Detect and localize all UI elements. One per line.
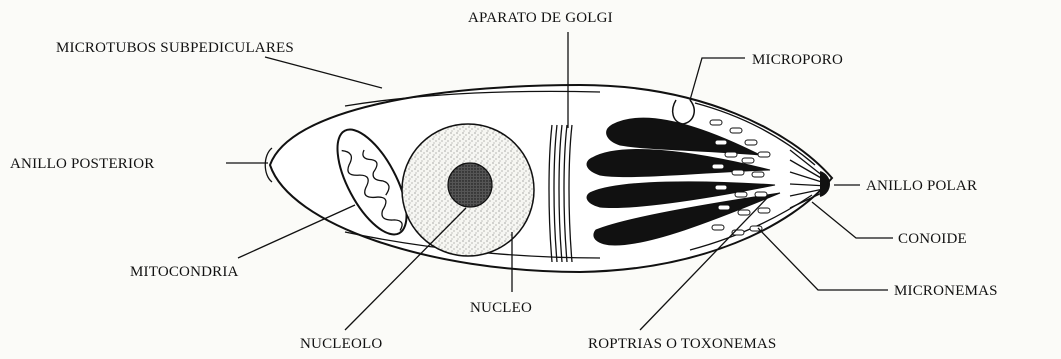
nucleolus: [448, 163, 492, 207]
label-polar-ring: ANILLO POLAR: [866, 178, 977, 194]
leader-micronemes: [758, 228, 888, 290]
leader-conoid: [812, 202, 893, 238]
leader-micropore: [690, 58, 745, 100]
label-posterior-ring: ANILLO POSTERIOR: [10, 156, 154, 172]
label-conoid: CONOIDE: [898, 231, 967, 247]
label-rhoptries: ROPTRIAS O TOXONEMAS: [588, 336, 776, 352]
label-micronemes: MICRONEMAS: [894, 283, 998, 299]
leader-mitochondria: [238, 205, 355, 258]
label-mitochondria: MITOCONDRIA: [130, 264, 239, 280]
label-micropore: MICROPORO: [752, 52, 843, 68]
label-nucleus: NUCLEO: [470, 300, 532, 316]
micropore: [673, 100, 695, 124]
label-microtubules: MICROTUBOS SUBPEDICULARES: [56, 40, 294, 56]
label-golgi: APARATO DE GOLGI: [468, 10, 613, 26]
label-nucleolus: NUCLEOLO: [300, 336, 382, 352]
leader-microtubules: [265, 57, 382, 88]
